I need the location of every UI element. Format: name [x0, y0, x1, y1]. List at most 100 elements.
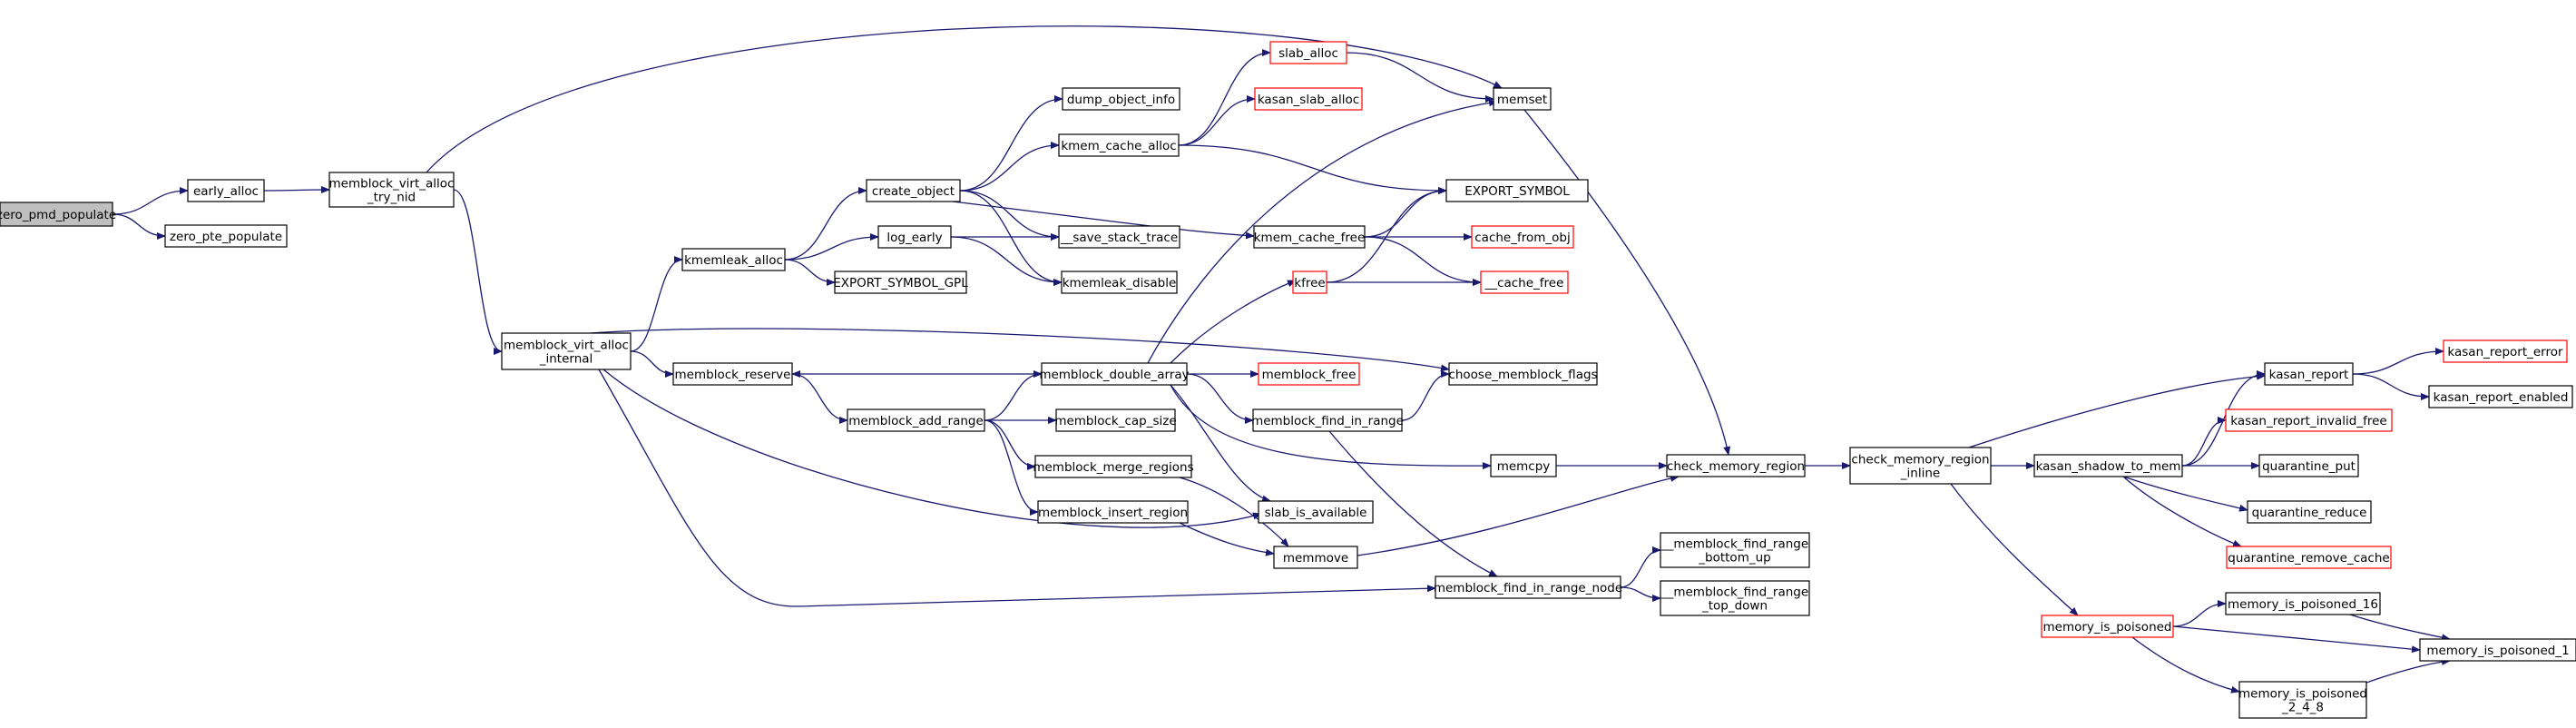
node-memblock-double-array[interactable]: memblock_double_array	[1039, 362, 1190, 386]
edge-memblock-virt-alloc-internal-to-kmemleak-alloc	[630, 256, 683, 352]
node-label: _2_4_8	[2281, 701, 2324, 715]
node-box	[328, 172, 455, 208]
edge-memblock-virt-alloc-internal-to-choose-memblock-flags	[589, 328, 1450, 372]
node-box	[1445, 179, 1589, 202]
edge-log-early-to-kmemleak-disable	[950, 236, 1063, 286]
node-memblock-virt-alloc-internal[interactable]: memblock_virt_alloc_internal	[501, 332, 632, 370]
node-memset[interactable]: memset	[1493, 87, 1552, 111]
node-box	[1493, 87, 1552, 111]
node-box	[2247, 500, 2372, 524]
node-export-symbol-gpl[interactable]: EXPORT_SYMBOL_GPL	[833, 271, 968, 294]
node-memmove[interactable]: memmove	[1273, 546, 1358, 569]
node-box	[501, 332, 632, 370]
node-create-object[interactable]: create_object	[866, 179, 961, 202]
node-kasan-report-invalid-free[interactable]: kasan_report_invalid_free	[2225, 408, 2393, 432]
node-memory-is-poisoned-16[interactable]: memory_is_poisoned_16	[2225, 592, 2381, 615]
node-memory-is-poisoned-1[interactable]: memory_is_poisoned_1	[2419, 638, 2576, 662]
node-box	[2225, 408, 2393, 432]
edge-memory-is-poisoned-to-memory-is-poisoned-1	[2172, 625, 2421, 654]
node-memblock-insert-region[interactable]: memblock_insert_region	[1037, 500, 1189, 524]
node-kasan-report-enabled[interactable]: kasan_report_enabled	[2428, 385, 2573, 408]
edge-kasan-report-to-kasan-report-error	[2352, 348, 2444, 375]
node-memblock-add-range[interactable]: memblock_add_range	[847, 408, 985, 432]
node-label: slab_is_available	[1265, 506, 1367, 520]
node-label: quarantine_reduce	[2252, 506, 2367, 520]
node-memblock-virt-alloc-try-nid[interactable]: memblock_virt_alloc_try_nid	[328, 172, 455, 208]
edge-memblock-find-in-range-to-choose-memblock-flags	[1401, 370, 1450, 421]
edge-kmem-cache-alloc-to-slab-alloc	[1178, 49, 1271, 146]
node-memblock-find-in-range[interactable]: memblock_find_in_range	[1251, 408, 1404, 432]
edge-memblock-merge-regions-to-memmove	[1179, 477, 1289, 547]
node-quarantine-remove-cache[interactable]: quarantine_remove_cache	[2226, 546, 2392, 569]
node-kmemleak-alloc[interactable]: kmemleak_alloc	[681, 248, 786, 271]
node-label: EXPORT_SYMBOL_GPL	[833, 276, 968, 290]
node-memblock-cap-size[interactable]: memblock_cap_size	[1054, 408, 1177, 432]
node-quarantine-reduce[interactable]: quarantine_reduce	[2247, 500, 2372, 524]
node-box	[834, 271, 967, 294]
node-label: memblock_free	[1262, 368, 1357, 382]
node-kasan-slab-alloc[interactable]: kasan_slab_alloc	[1254, 87, 1363, 111]
edge-kmem-cache-free-to-export-symbol	[1364, 187, 1447, 238]
node-memory-is-poisoned[interactable]: memory_is_poisoned	[2041, 615, 2174, 638]
node-check-memory-region-inline[interactable]: check_memory_region_inline	[1849, 447, 1992, 485]
edge-zero-pmd-populate-to-zero-pte-populate	[112, 213, 166, 240]
node-export-symbol[interactable]: EXPORT_SYMBOL	[1445, 179, 1589, 202]
node-cache-from-obj[interactable]: cache_from_obj	[1471, 225, 1574, 249]
node-kasan-report[interactable]: kasan_report	[2264, 362, 2354, 386]
edge-kasan-shadow-to-mem-to-quarantine-reduce	[2122, 476, 2248, 512]
node-box	[2225, 592, 2381, 615]
node-label: memblock_add_range	[848, 414, 984, 428]
node-box	[1269, 41, 1347, 64]
node-log-early[interactable]: log_early	[877, 225, 952, 249]
node-box	[1435, 576, 1621, 599]
node-box	[1849, 447, 1992, 485]
node-label: _inline	[1900, 467, 1940, 481]
edge-memblock-find-in-range-node-to-memblock-find-range-bottom-up	[1620, 546, 1661, 588]
node-kfree[interactable]: kfree	[1292, 271, 1327, 294]
node-quarantine-put[interactable]: quarantine_put	[2258, 454, 2359, 477]
edge-memblock-add-range-to-memblock-double-array	[984, 370, 1043, 421]
node-memcpy[interactable]: memcpy	[1490, 454, 1557, 477]
node-label: memblock_double_array	[1039, 368, 1189, 382]
node-label: log_early	[886, 231, 942, 245]
edge-kasan-shadow-to-mem-to-quarantine-remove-cache	[2122, 476, 2242, 547]
node-kmem-cache-alloc[interactable]: kmem_cache_alloc	[1058, 133, 1180, 157]
node-box	[1448, 362, 1598, 386]
node-kasan-shadow-to-mem[interactable]: kasan_shadow_to_mem	[2033, 454, 2183, 477]
node-box	[1058, 225, 1180, 249]
node-box	[1660, 580, 1810, 616]
edge-memblock-find-in-range-to-memblock-find-in-range-node	[1328, 430, 1498, 577]
node-memblock-find-range-top-down[interactable]: __memblock_find_range_top_down	[1660, 580, 1810, 616]
node-choose-memblock-flags[interactable]: choose_memblock_flags	[1448, 362, 1598, 386]
node-zero-pte-populate[interactable]: zero_pte_populate	[164, 224, 288, 248]
node-label: __memblock_find_range	[1660, 585, 1808, 600]
edge-memblock-add-range-to-memblock-merge-regions	[984, 419, 1036, 470]
node-dump-object-info[interactable]: dump_object_info	[1062, 87, 1180, 111]
node-box	[877, 225, 952, 249]
node-zero-pmd-populate[interactable]: zero_pmd_populate	[0, 202, 116, 227]
node-kasan-report-error[interactable]: kasan_report_error	[2443, 339, 2568, 363]
node-memblock-reserve[interactable]: memblock_reserve	[672, 362, 793, 386]
node-box	[681, 248, 786, 271]
node-memblock-free[interactable]: memblock_free	[1258, 362, 1360, 386]
node-check-memory-region[interactable]: check_memory_region	[1666, 454, 1806, 477]
node-memory-is-poisoned-2-4-8[interactable]: memory_is_poisoned_2_4_8	[2238, 681, 2367, 719]
node-label: memblock_insert_region	[1038, 506, 1188, 520]
node-memblock-find-range-bottom-up[interactable]: __memblock_find_range_bottom_up	[1660, 532, 1810, 568]
node-slab-is-available[interactable]: slab_is_available	[1258, 500, 1374, 524]
node-memblock-find-in-range-node[interactable]: memblock_find_in_range_node	[1434, 576, 1622, 599]
node-kmem-cache-free[interactable]: kmem_cache_free	[1253, 225, 1366, 249]
edge-memblock-insert-region-to-memmove	[1179, 522, 1275, 556]
node-early-alloc[interactable]: early_alloc	[187, 179, 265, 202]
node-save-stack-trace[interactable]: __save_stack_trace	[1058, 225, 1180, 249]
edge-create-object-to-save-stack-trace	[959, 190, 1060, 241]
node-memblock-merge-regions[interactable]: memblock_merge_regions	[1033, 455, 1194, 478]
node-box	[164, 224, 288, 248]
edge-kmemleak-alloc-to-log-early	[784, 233, 879, 261]
node-label: __memblock_find_range	[1660, 537, 1808, 552]
node-kmemleak-disable[interactable]: kmemleak_disable	[1061, 271, 1178, 294]
node-slab-alloc[interactable]: slab_alloc	[1269, 41, 1347, 64]
node-box	[866, 179, 961, 202]
node-cache-free[interactable]: __cache_free	[1480, 271, 1569, 294]
